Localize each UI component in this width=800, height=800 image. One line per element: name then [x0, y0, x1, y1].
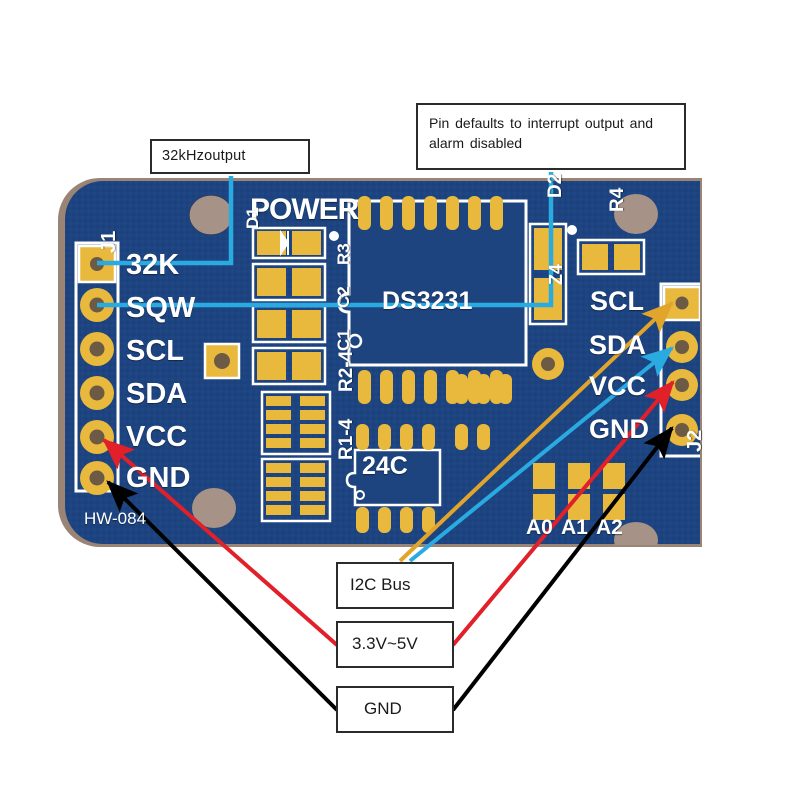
leader-scl — [398, 301, 674, 563]
silk-j1-pin-sda: SDA — [126, 378, 188, 410]
resistor-array-r1 — [260, 457, 332, 523]
silk-power-label: POWER — [250, 193, 359, 226]
silk-j2-pin-scl: SCL — [590, 286, 644, 316]
silk-j1-pin-32k: 32K — [126, 249, 180, 281]
smd-pad-rows — [455, 374, 512, 450]
silk-j2-pin-sda: SDA — [589, 330, 647, 360]
silk-r3: R3 — [334, 243, 353, 265]
leader-vcc-left — [102, 438, 339, 647]
silk-j1-pin-sqw: SQW — [126, 292, 196, 324]
silk-j1-pin-gnd: GND — [126, 462, 191, 494]
silk-a2: A2 — [596, 516, 623, 539]
mounting-hole — [189, 195, 233, 235]
test-pad-left — [203, 342, 241, 380]
silk-r1-4: R1-4 — [336, 418, 357, 460]
resistor-array-r2 — [260, 390, 332, 456]
callout-voltage-label: 3.3V~5V — [352, 634, 418, 654]
silk-j1-pin-scl: SCL — [126, 335, 184, 367]
board-contents — [74, 194, 700, 545]
leader-pin-defaults — [97, 172, 554, 308]
mounting-hole — [614, 522, 658, 545]
silk-j2: J2 — [684, 429, 706, 452]
silk-j2-pin-vcc: VCC — [589, 371, 647, 401]
callout-ground-label: GND — [364, 699, 402, 719]
leader-32khz — [97, 176, 234, 266]
leader-gnd-right — [451, 426, 674, 712]
mounting-hole — [614, 194, 658, 234]
ds3231-pins-top — [358, 196, 503, 230]
silk-ds3231: DS3231 — [382, 287, 473, 315]
callout-32khz-output-label: 32kHzoutput — [162, 147, 246, 164]
silk-c2: C2 — [334, 286, 353, 308]
eeprom-pins — [356, 424, 435, 533]
silk-c1: C1 — [334, 329, 353, 351]
silk-r2-4: R2-4 — [336, 350, 357, 392]
leader-vcc-right — [451, 380, 675, 647]
callout-32khz-output[interactable]: 32kHzoutput — [150, 139, 310, 174]
footprint-r4 — [567, 225, 646, 276]
silk-24c: 24C — [362, 452, 408, 480]
callout-ground[interactable]: GND — [336, 686, 454, 733]
silk-j1-pin-vcc: VCC — [126, 421, 188, 453]
eeprom-24c — [345, 448, 442, 507]
mounting-hole — [192, 488, 236, 528]
silk-a0: A0 — [526, 516, 553, 539]
leader-sda — [408, 346, 674, 563]
callout-i2c-bus[interactable]: I2C Bus — [336, 562, 454, 609]
silk-d2: D2 — [545, 173, 566, 198]
silk-j1: J1 — [98, 230, 120, 253]
silk-part-number: HW-084 — [84, 509, 147, 528]
footprint-z4 — [528, 222, 568, 326]
silk-r4: R4 — [607, 187, 628, 212]
leader-gnd-left — [106, 480, 339, 712]
callout-i2c-bus-label: I2C Bus — [350, 575, 411, 595]
mounting-holes — [188, 194, 658, 545]
silk-z4: Z4 — [546, 263, 566, 285]
silk-a1: A1 — [561, 516, 588, 539]
power-footprint-group — [251, 226, 339, 386]
silk-j2-pin-gnd: GND — [589, 414, 649, 444]
callout-pin-defaults-label: Pin defaults to interrupt output and ala… — [429, 115, 654, 152]
test-pad-centre — [532, 348, 564, 380]
callout-voltage[interactable]: 3.3V~5V — [336, 621, 454, 668]
silk-d1: D1 — [243, 207, 262, 229]
callout-pin-defaults[interactable]: Pin defaults to interrupt output and ala… — [416, 103, 686, 170]
